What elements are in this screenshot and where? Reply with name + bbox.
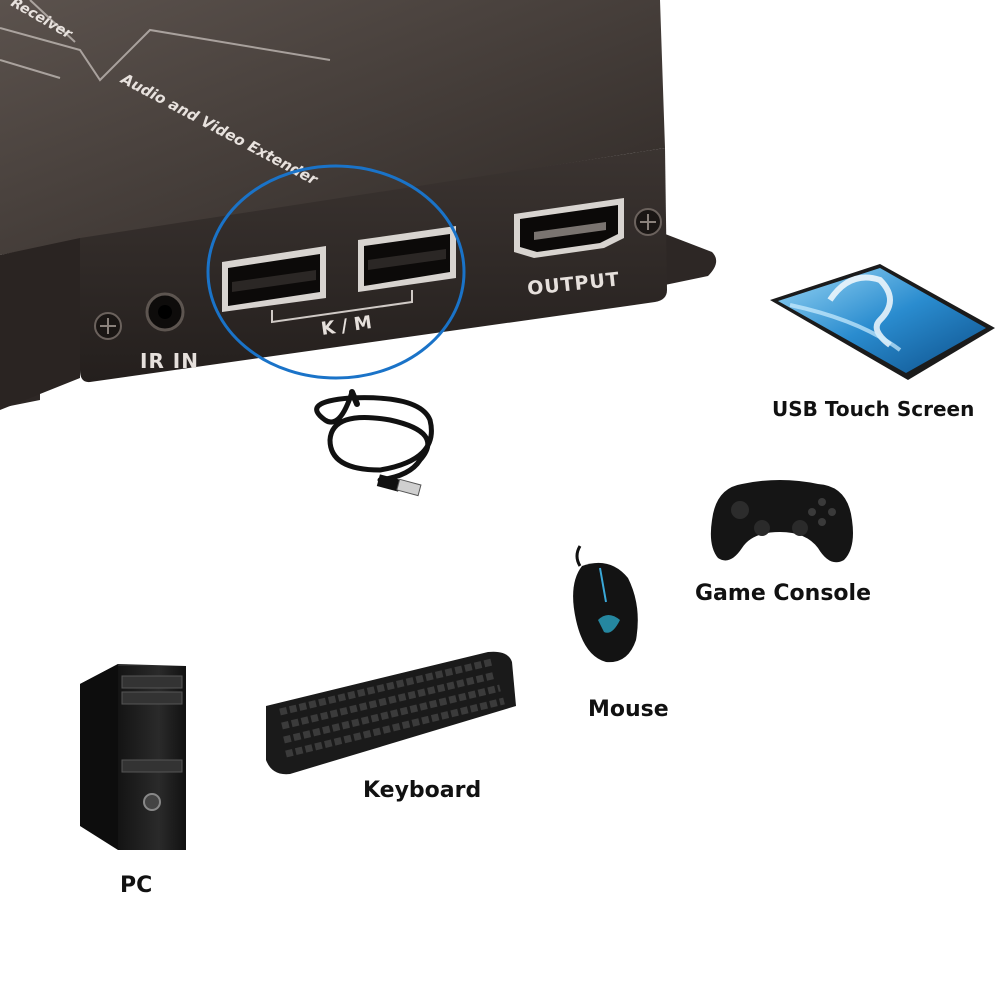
screw-right [634, 208, 662, 236]
keyboard-image [266, 651, 516, 775]
game-console-label: Game Console [695, 581, 871, 606]
mount-tab-right [660, 232, 717, 286]
pc-tower-image [80, 664, 186, 850]
usb-bracket [271, 290, 413, 324]
usb-port-2 [358, 226, 456, 292]
keyboard-label: Keyboard [363, 778, 482, 803]
device-corner [0, 238, 80, 410]
ir-port-label: IR IN [140, 349, 199, 373]
mouse-image [573, 545, 638, 663]
device-top [0, 0, 665, 255]
game-controller-image [710, 480, 853, 563]
touch-screen-label: USB Touch Screen [772, 397, 975, 421]
touch-screen-image [770, 264, 995, 380]
ir-port [145, 292, 185, 332]
usb-port-1 [222, 246, 326, 312]
highlight-circle [206, 164, 466, 380]
mouse-label: Mouse [588, 697, 669, 722]
usb-cable-image [314, 389, 434, 497]
extender-device: Audio and Video Extender Receiver IR IN [0, 0, 717, 410]
hdmi-port [514, 198, 624, 258]
screw-left [94, 312, 122, 340]
pc-label: PC [120, 873, 153, 898]
